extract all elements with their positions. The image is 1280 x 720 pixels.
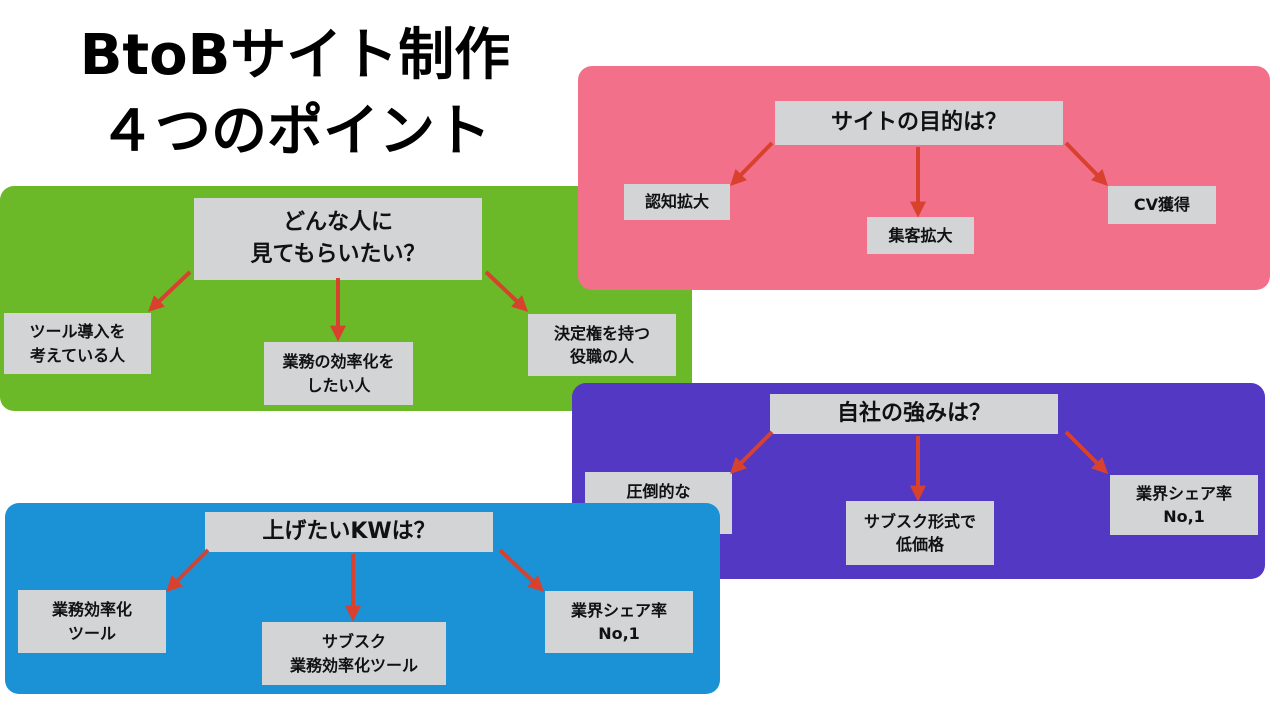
- purpose-answer-2: 集客拡大: [867, 217, 974, 254]
- target-answer-1: ツール導入を 考えている人: [4, 313, 151, 374]
- strength-answer-3: 業界シェア率 No,1: [1110, 475, 1258, 535]
- target-answer-2: 業務の効率化を したい人: [264, 342, 413, 405]
- keywords-question: 上げたいKWは？: [205, 512, 493, 552]
- title-line-2: ４つのポイント: [99, 99, 491, 164]
- purpose-question: サイトの目的は？: [775, 101, 1063, 145]
- purpose-panel: [578, 66, 1270, 290]
- page-title: BtoBサイト制作 ４つのポイント: [60, 18, 530, 170]
- purpose-answer-3: CV獲得: [1108, 186, 1216, 224]
- title-line-1: BtoBサイト制作: [79, 23, 511, 88]
- target-answer-3: 決定権を持つ 役職の人: [528, 314, 676, 376]
- purpose-answer-1: 認知拡大: [624, 184, 730, 220]
- keywords-answer-1: 業務効率化 ツール: [18, 590, 166, 653]
- strength-answer-2: サブスク形式で 低価格: [846, 501, 994, 565]
- keywords-answer-3: 業界シェア率 No,1: [545, 591, 693, 653]
- strength-question: 自社の強みは？: [770, 394, 1058, 434]
- keywords-answer-2: サブスク 業務効率化ツール: [262, 622, 446, 685]
- target-question: どんな人に 見てもらいたい？: [194, 198, 482, 280]
